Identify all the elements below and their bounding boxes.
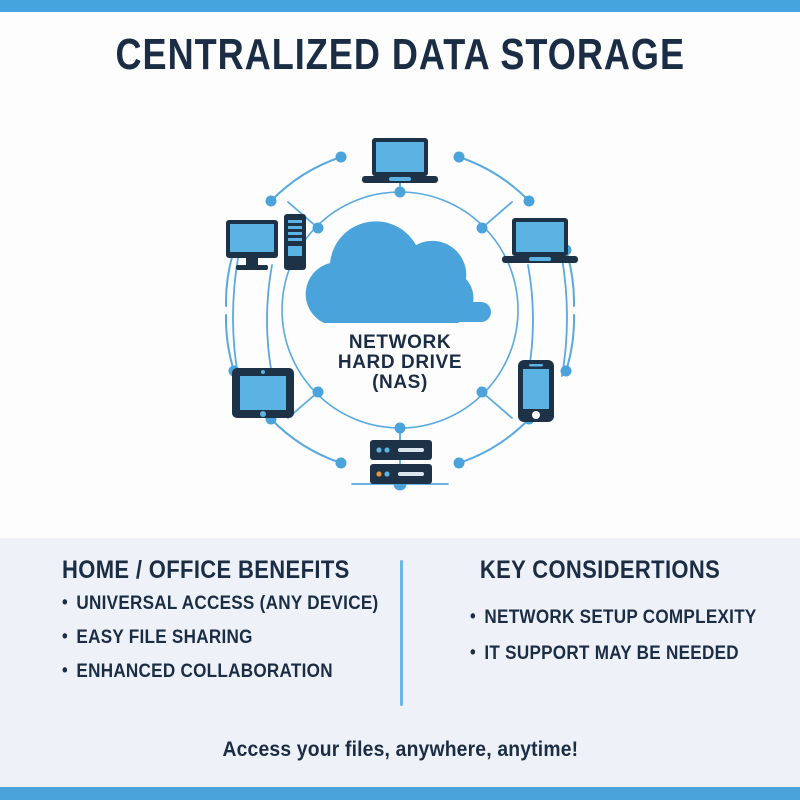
laptop-icon-top [362, 138, 438, 183]
considerations-column: KEY CONSIDERTIONS NETWORK SETUP COMPLEXI… [400, 556, 800, 695]
smartphone-icon [518, 360, 554, 422]
benefits-heading: HOME / OFFICE BENEFITS [62, 556, 350, 584]
page-title: CENTRALIZED DATA STORAGE [115, 30, 685, 79]
server-icon [370, 440, 432, 484]
center-label-line-1: NETWORK [349, 332, 451, 353]
footer-tagline: Access your files, anywhere, anytime! [222, 738, 578, 761]
considerations-list: NETWORK SETUP COMPLEXITY IT SUPPORT MAY … [470, 606, 800, 665]
footer: Access your files, anywhere, anytime! [0, 738, 800, 762]
list-item: EASY FILE SHARING [62, 626, 366, 649]
benefits-column: HOME / OFFICE BENEFITS UNIVERSAL ACCESS … [0, 556, 400, 695]
network-diagram: NETWORK HARD DRIVE (NAS) [0, 110, 800, 530]
tablet-icon [232, 368, 294, 418]
benefits-list: UNIVERSAL ACCESS (ANY DEVICE) EASY FILE … [62, 592, 400, 683]
cloud-icon [305, 221, 491, 323]
list-item: NETWORK SETUP COMPLEXITY [470, 606, 767, 629]
center-label: NETWORK HARD DRIVE (NAS) [338, 332, 462, 393]
considerations-heading: KEY CONSIDERTIONS [479, 556, 721, 584]
center-label-line-3: (NAS) [372, 372, 428, 393]
title-zone: CENTRALIZED DATA STORAGE [0, 30, 800, 80]
top-accent-bar [0, 0, 800, 12]
list-item: ENHANCED COLLABORATION [62, 660, 366, 683]
info-columns: HOME / OFFICE BENEFITS UNIVERSAL ACCESS … [0, 556, 800, 695]
laptop-icon-right [502, 218, 578, 263]
list-item: IT SUPPORT MAY BE NEEDED [470, 642, 767, 665]
desktop-icon [226, 214, 306, 270]
center-label-line-2: HARD DRIVE [338, 352, 462, 373]
list-item: UNIVERSAL ACCESS (ANY DEVICE) [62, 592, 378, 615]
bottom-accent-bar [0, 787, 800, 800]
column-divider [400, 560, 403, 706]
